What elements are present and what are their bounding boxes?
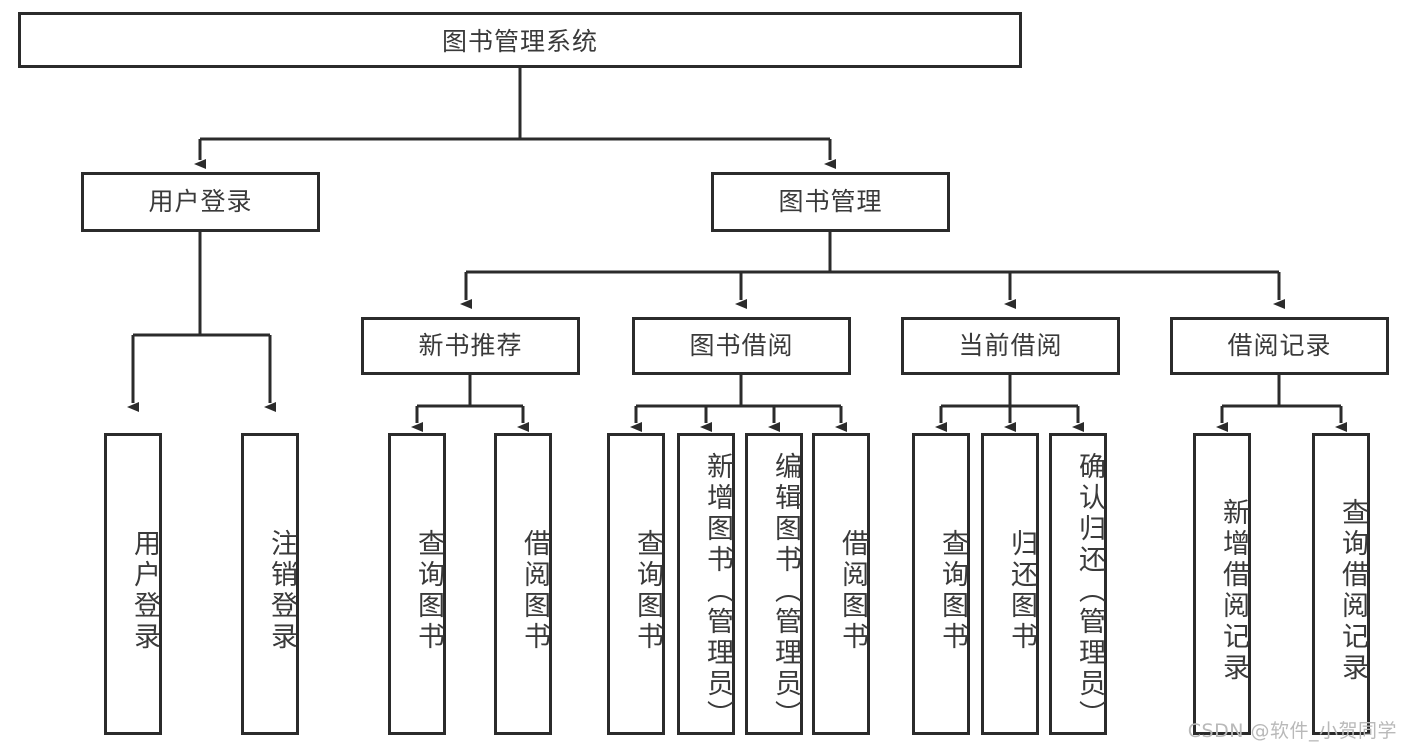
leaf-label: 借阅图书 <box>837 529 868 653</box>
leaf-book-borrow-edit[interactable]: 编辑图书（管理员） <box>745 433 803 735</box>
node-current-borrow[interactable]: 当前借阅 <box>901 317 1120 375</box>
node-book-borrow[interactable]: 图书借阅 <box>632 317 851 375</box>
leaf-label: 确认归还（管理员） <box>1074 451 1105 731</box>
leaf-label: 查询图书 <box>937 529 968 653</box>
node-borrow-record-label: 借阅记录 <box>1227 331 1332 361</box>
leaf-label: 用户登录 <box>129 529 160 653</box>
node-root[interactable]: 图书管理系统 <box>18 12 1022 68</box>
leaf-new-book-borrow[interactable]: 借阅图书 <box>494 433 552 735</box>
watermark: CSDN @软件_小贺同学 <box>1187 720 1397 742</box>
leaf-current-borrow-return[interactable]: 归还图书 <box>981 433 1039 735</box>
leaf-book-borrow-query[interactable]: 查询图书 <box>607 433 665 735</box>
leaf-borrow-record-query[interactable]: 查询借阅记录 <box>1312 433 1370 735</box>
leaf-label: 查询图书 <box>413 529 444 653</box>
leaf-label: 编辑图书（管理员） <box>770 451 801 731</box>
leaf-label: 新增图书（管理员） <box>702 451 733 731</box>
node-book-management[interactable]: 图书管理 <box>711 172 950 232</box>
leaf-borrow-record-add[interactable]: 新增借阅记录 <box>1193 433 1251 735</box>
leaf-current-borrow-confirm-return[interactable]: 确认归还（管理员） <box>1049 433 1107 735</box>
node-current-borrow-label: 当前借阅 <box>958 331 1063 361</box>
leaf-book-borrow-add[interactable]: 新增图书（管理员） <box>677 433 735 735</box>
leaf-label: 注销登录 <box>266 529 297 653</box>
leaf-label: 归还图书 <box>1006 529 1037 653</box>
node-new-book-recommend-label: 新书推荐 <box>418 331 523 361</box>
leaf-label: 借阅图书 <box>519 529 550 653</box>
leaf-label: 新增借阅记录 <box>1218 498 1249 684</box>
node-user-login-label: 用户登录 <box>148 187 253 217</box>
leaf-label: 查询借阅记录 <box>1337 498 1368 684</box>
node-new-book-recommend[interactable]: 新书推荐 <box>361 317 580 375</box>
node-borrow-record[interactable]: 借阅记录 <box>1170 317 1389 375</box>
leaf-new-book-query[interactable]: 查询图书 <box>388 433 446 735</box>
leaf-current-borrow-query[interactable]: 查询图书 <box>912 433 970 735</box>
node-root-label: 图书管理系统 <box>441 27 598 56</box>
node-book-borrow-label: 图书借阅 <box>689 331 794 361</box>
leaf-label: 查询图书 <box>632 529 663 653</box>
leaf-user-login-login[interactable]: 用户登录 <box>104 433 162 735</box>
node-user-login[interactable]: 用户登录 <box>81 172 320 232</box>
node-book-management-label: 图书管理 <box>778 187 883 217</box>
leaf-book-borrow-borrow[interactable]: 借阅图书 <box>812 433 870 735</box>
leaf-user-login-logout[interactable]: 注销登录 <box>241 433 299 735</box>
